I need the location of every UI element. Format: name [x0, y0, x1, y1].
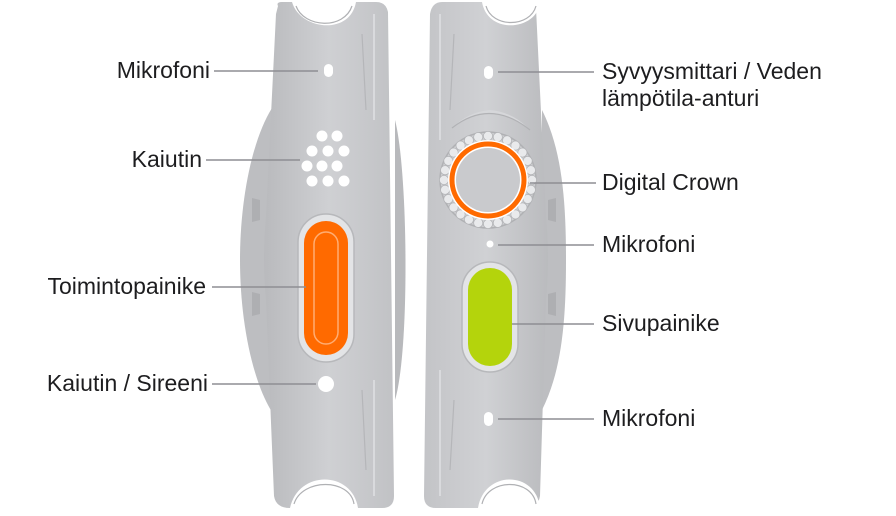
crown-tooth: [525, 184, 536, 195]
label-depth-gauge: Syvyysmittari / Veden lämpötila-anturi: [602, 58, 822, 112]
crown-tooth: [492, 132, 503, 143]
label-digital-crown: Digital Crown: [602, 169, 739, 195]
crown-tooth: [517, 202, 528, 213]
action-button: [304, 221, 348, 355]
left-back-edge: [240, 108, 272, 412]
label-speaker-siren: Kaiutin / Sireeni: [46, 370, 208, 396]
right-lug-bottom: [478, 479, 540, 508]
label-side-button: Sivupainike: [602, 310, 720, 336]
left-lug-bottom: [290, 479, 358, 508]
crown-tooth: [510, 209, 521, 220]
left-back-edge-2: [395, 120, 406, 400]
crown-tooth: [510, 140, 521, 151]
side-button: [468, 268, 512, 366]
right-back-edge: [542, 110, 566, 410]
label-microphone-3: Mikrofoni: [602, 405, 696, 431]
crown-tooth: [473, 132, 484, 143]
crown-tooth: [455, 209, 466, 220]
crown-tooth: [482, 130, 493, 141]
siren-hole-icon: [318, 376, 334, 392]
left-microphone-icon: [324, 64, 333, 77]
label-speaker: Kaiutin: [131, 146, 202, 172]
crown-tooth: [482, 218, 493, 229]
leader-lines: [206, 70, 596, 420]
label-microphone: Mikrofoni: [116, 57, 210, 83]
left-watch-side: [240, 2, 406, 508]
crown-tooth: [517, 147, 528, 158]
label-action-button: Toimintopainike: [47, 273, 206, 299]
crown-tooth: [440, 165, 451, 176]
depth-sensor-icon: [484, 66, 493, 79]
right-watch-side: [424, 2, 566, 508]
label-depth-line2: lämpötila-anturi: [602, 85, 760, 111]
crown-tooth: [492, 217, 503, 228]
crown-tooth: [440, 184, 451, 195]
crown-tooth: [455, 140, 466, 151]
crown-icon: [438, 130, 538, 229]
label-microphone-2: Mikrofoni: [602, 231, 696, 257]
right-case-body: [424, 2, 548, 508]
crown-tooth: [438, 174, 449, 185]
crown-tooth: [448, 202, 459, 213]
crown-tooth: [525, 165, 536, 176]
crown-tooth: [473, 217, 484, 228]
speaker-grille-icon: [301, 130, 350, 187]
crown-tooth: [448, 147, 459, 158]
right-microphone-icon: [486, 240, 494, 248]
bottom-microphone-icon: [484, 412, 493, 426]
label-depth-line1: Syvyysmittari / Veden: [602, 58, 822, 84]
